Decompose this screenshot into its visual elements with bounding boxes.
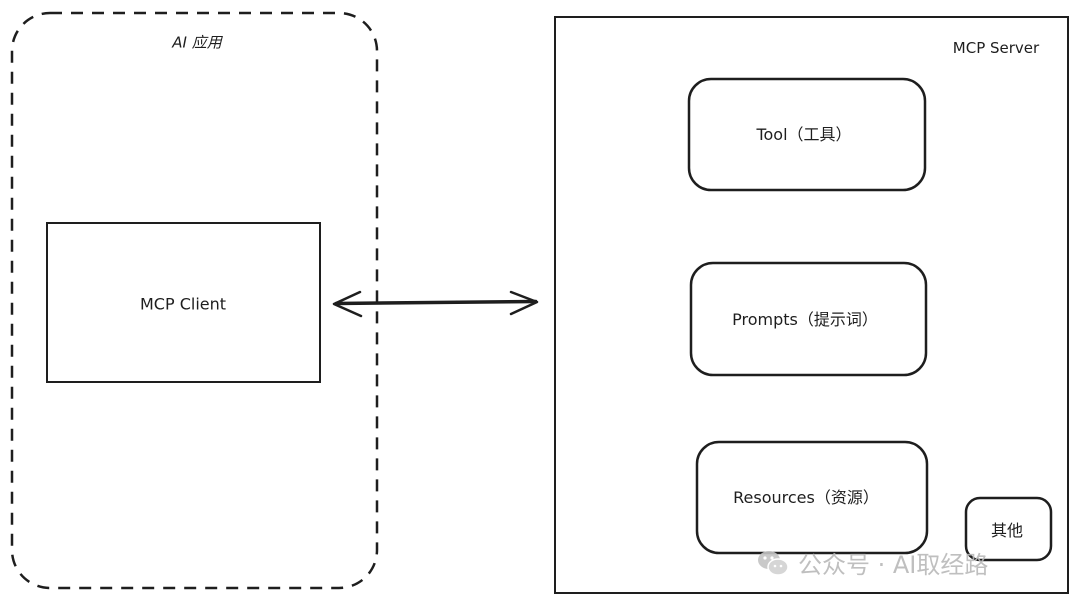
resources-label: Resources（资源） xyxy=(733,488,879,507)
other-label: 其他 xyxy=(990,521,1024,540)
resources-box xyxy=(695,440,929,555)
mcp-client-label: MCP Client xyxy=(139,294,227,314)
wechat-icon xyxy=(758,550,789,576)
prompts-box xyxy=(689,261,928,377)
arrow-head-left xyxy=(332,290,363,318)
mcp-client-box xyxy=(46,222,321,383)
prompts-label: Prompts（提示词） xyxy=(732,310,878,329)
tool-label: Tool（工具） xyxy=(756,125,852,144)
bidirectional-arrow xyxy=(332,290,539,318)
mcp-server-title: MCP Server xyxy=(952,39,1040,57)
watermark-text: 公众号 · AI取经路 xyxy=(798,551,989,579)
watermark: 公众号 · AI取经路 xyxy=(756,545,988,580)
tool-box xyxy=(687,77,927,192)
arrow-head-right xyxy=(509,290,539,316)
ai-app-container xyxy=(10,11,379,590)
mcp-server-container xyxy=(554,16,1069,594)
other-box xyxy=(964,496,1053,562)
ai-app-title: AI 应用 xyxy=(172,33,222,52)
